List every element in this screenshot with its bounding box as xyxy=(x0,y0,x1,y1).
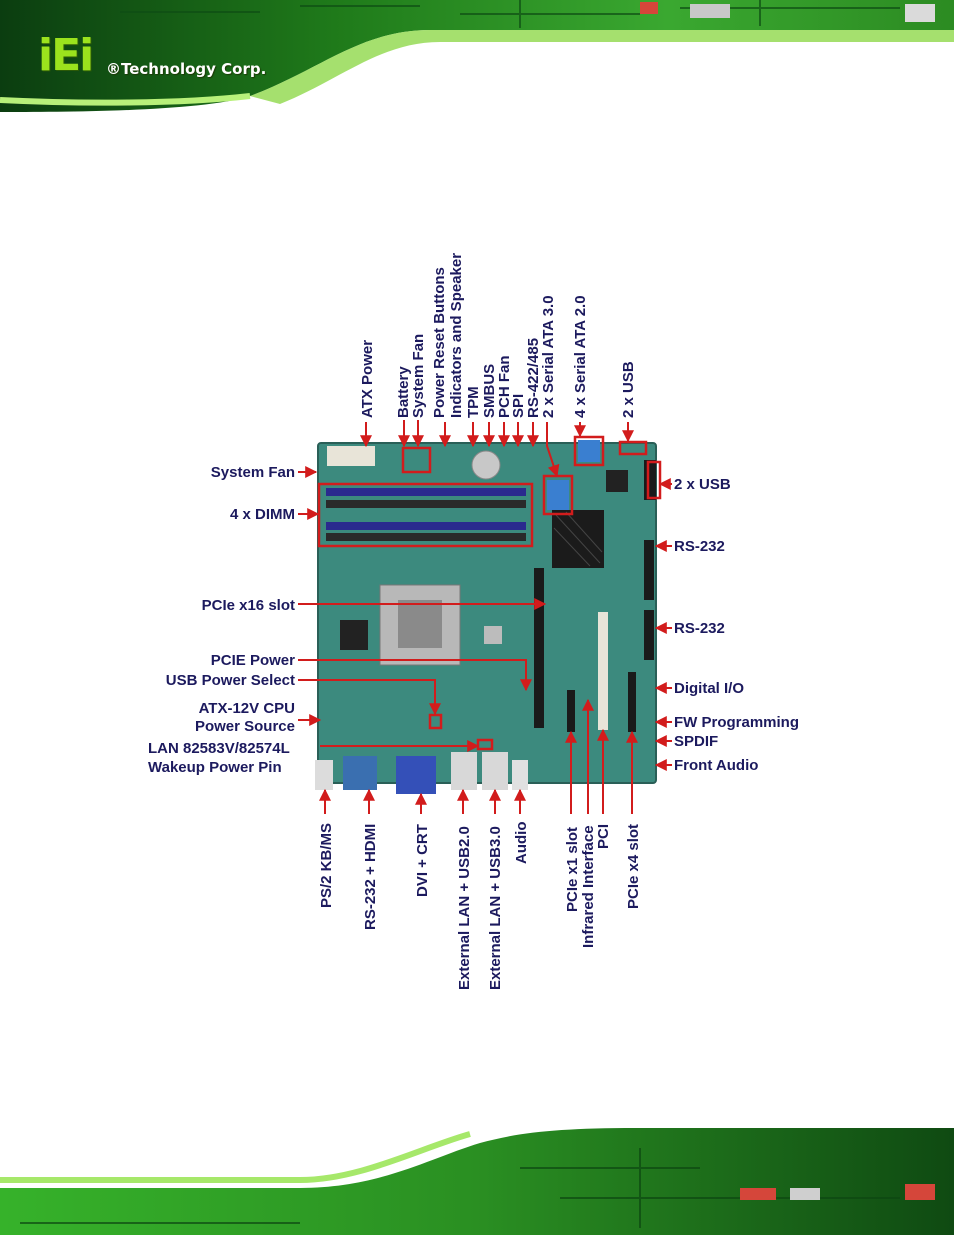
label-smbus: SMBUS xyxy=(481,364,498,418)
label-spi: SPI xyxy=(510,394,527,418)
label-atx12v-cpu: ATX-12V CPU xyxy=(199,700,295,717)
motherboard-image xyxy=(315,440,657,794)
battery-highlight xyxy=(401,446,432,474)
label-pcie-x1-slot: PCIe x1 slot xyxy=(564,827,581,912)
label-infrared-interface: Infrared Interface xyxy=(580,825,597,948)
label-pcie-power: PCIE Power xyxy=(211,652,295,669)
iei-logo-mark: iEi xyxy=(38,30,94,81)
label-system-fan-left: System Fan xyxy=(211,464,295,481)
label-tpm: TPM xyxy=(465,386,482,418)
label-2x-usb-top: 2 x USB xyxy=(620,361,637,418)
label-system-fan-top: System Fan xyxy=(410,334,427,418)
sata2-highlight xyxy=(573,435,605,467)
label-rs422-485: RS-422/485 xyxy=(525,338,542,418)
label-rs232-2: RS-232 xyxy=(674,620,725,637)
label-pcie-x4-slot: PCIe x4 slot xyxy=(625,824,642,909)
label-ext-lan-usb3: External LAN + USB3.0 xyxy=(487,826,504,990)
label-pci: PCI xyxy=(595,824,612,849)
label-power-source: Power Source xyxy=(195,718,295,735)
company-name: ®Technology Corp. xyxy=(106,60,267,78)
label-pch-fan: PCH Fan xyxy=(496,355,513,418)
label-atx-power: ATX Power xyxy=(359,340,376,418)
label-4x-dimm: 4 x DIMM xyxy=(230,506,295,523)
label-fw-programming: FW Programming xyxy=(674,714,799,731)
label-rs232-hdmi: RS-232 + HDMI xyxy=(362,824,379,930)
label-wakeup-power-pin: Wakeup Power Pin xyxy=(148,759,282,776)
label-rs232-1: RS-232 xyxy=(674,538,725,555)
footer-banner xyxy=(0,1128,954,1235)
label-digital-io: Digital I/O xyxy=(674,680,744,697)
header-banner xyxy=(0,0,954,112)
label-usb-power-select: USB Power Select xyxy=(166,672,295,689)
label-pcie-x16-slot: PCIe x16 slot xyxy=(202,597,295,614)
label-lan-82583v: LAN 82583V/82574L xyxy=(148,740,290,757)
label-front-audio: Front Audio xyxy=(674,757,758,774)
label-power-reset-buttons: Power Reset Buttons xyxy=(431,267,448,418)
label-ext-lan-usb2: External LAN + USB2.0 xyxy=(456,826,473,990)
label-ps2-kbms: PS/2 KB/MS xyxy=(318,823,335,908)
label-spdif: SPDIF xyxy=(674,733,718,750)
label-2x-usb-right: 2 x USB xyxy=(674,476,731,493)
label-battery: Battery xyxy=(395,366,412,418)
label-2x-sata3: 2 x Serial ATA 3.0 xyxy=(540,295,557,418)
label-indicators-speaker: Indicators and Speaker xyxy=(448,253,465,418)
label-4x-sata2: 4 x Serial ATA 2.0 xyxy=(572,295,589,418)
label-audio: Audio xyxy=(513,822,530,865)
label-dvi-crt: DVI + CRT xyxy=(414,824,431,897)
